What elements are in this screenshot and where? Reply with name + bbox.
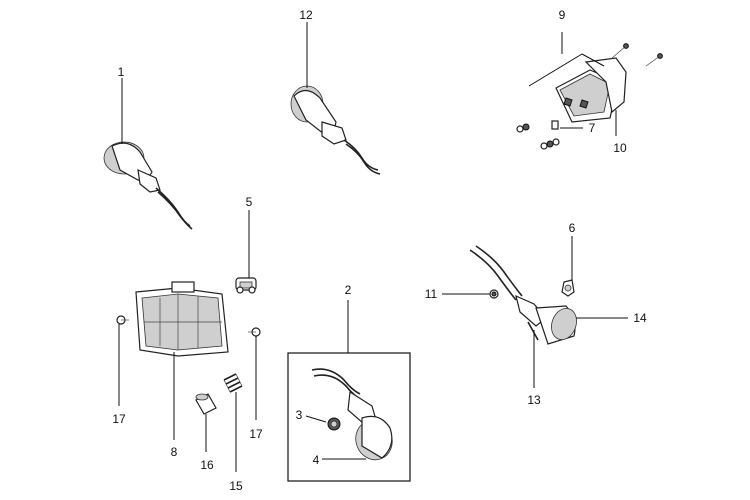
turn-signal-assembly-boxed xyxy=(287,352,411,482)
spring xyxy=(223,373,243,393)
screw-washer-set xyxy=(516,120,560,150)
bulb-socket xyxy=(235,277,257,294)
callout-3: 3 xyxy=(296,408,303,422)
callout-9: 9 xyxy=(559,8,566,22)
turn-signal-front-left xyxy=(103,141,193,230)
callout-14: 14 xyxy=(633,311,647,325)
screw-left xyxy=(116,315,129,325)
callout-12: 12 xyxy=(299,8,313,22)
callout-4: 4 xyxy=(313,453,320,467)
callout-7: 7 xyxy=(589,121,596,135)
reflector-lamp xyxy=(135,281,229,357)
turn-signal-right xyxy=(469,245,577,345)
callout-11: 11 xyxy=(425,287,438,301)
callout-8: 8 xyxy=(171,445,178,459)
tail-light-assembly xyxy=(555,43,663,123)
callout-17-left: 17 xyxy=(112,412,126,426)
callout-16: 16 xyxy=(200,458,214,472)
callout-13: 13 xyxy=(527,393,541,407)
nut xyxy=(489,289,499,299)
callout-10: 10 xyxy=(613,141,627,155)
turn-signal-rear xyxy=(290,85,381,175)
callout-15: 15 xyxy=(229,479,243,493)
screw-right xyxy=(248,327,261,337)
callout-5: 5 xyxy=(246,195,253,209)
callout-17-right: 17 xyxy=(249,427,263,441)
bulb xyxy=(561,279,575,297)
callout-1: 1 xyxy=(118,65,125,79)
callout-2: 2 xyxy=(345,283,352,297)
spacer xyxy=(195,393,217,415)
callout-6: 6 xyxy=(569,221,576,235)
